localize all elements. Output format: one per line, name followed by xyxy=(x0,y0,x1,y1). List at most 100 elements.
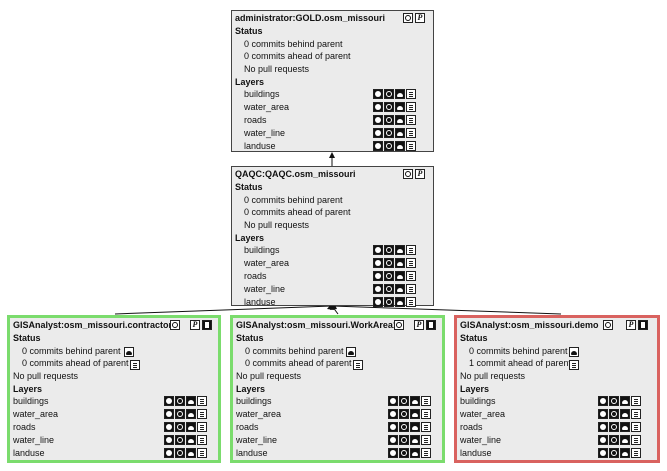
history-icon[interactable] xyxy=(609,447,619,458)
upload-icon[interactable] xyxy=(620,421,630,432)
info-icon[interactable] xyxy=(388,447,398,458)
document-icon[interactable] xyxy=(631,396,641,407)
info-icon[interactable] xyxy=(373,283,383,294)
document-icon[interactable] xyxy=(421,434,431,445)
info-icon[interactable] xyxy=(598,409,608,420)
node-qaqc[interactable]: QAQC:QAQC.osm_missouri P Status 0 commit… xyxy=(231,166,434,307)
trash-icon[interactable] xyxy=(426,320,436,330)
push-icon[interactable] xyxy=(130,359,140,370)
history-icon[interactable] xyxy=(609,421,619,432)
document-icon[interactable] xyxy=(197,421,207,432)
clock-icon[interactable] xyxy=(394,320,404,330)
history-icon[interactable] xyxy=(399,396,409,407)
history-icon[interactable] xyxy=(384,245,394,256)
upload-icon[interactable] xyxy=(620,396,630,407)
upload-icon[interactable] xyxy=(410,434,420,445)
trash-icon[interactable] xyxy=(638,320,648,330)
node-demo[interactable]: GISAnalyst:osm_missouri.demo P Status 0 … xyxy=(454,315,660,463)
upload-icon[interactable] xyxy=(186,396,196,407)
upload-icon[interactable] xyxy=(395,258,405,269)
document-icon[interactable] xyxy=(631,434,641,445)
upload-icon[interactable] xyxy=(395,140,405,151)
document-icon[interactable] xyxy=(406,245,416,256)
info-icon[interactable] xyxy=(388,421,398,432)
clock-icon[interactable] xyxy=(603,320,613,330)
pull-icon[interactable] xyxy=(124,347,134,358)
info-icon[interactable] xyxy=(373,89,383,100)
upload-icon[interactable] xyxy=(620,447,630,458)
document-icon[interactable] xyxy=(406,114,416,125)
upload-icon[interactable] xyxy=(186,421,196,432)
node-workarea1[interactable]: GISAnalyst:osm_missouri.WorkArea1 P Stat… xyxy=(230,315,445,463)
parent-icon[interactable]: P xyxy=(415,169,425,179)
upload-icon[interactable] xyxy=(395,89,405,100)
document-icon[interactable] xyxy=(406,258,416,269)
info-icon[interactable] xyxy=(598,421,608,432)
document-icon[interactable] xyxy=(421,421,431,432)
document-icon[interactable] xyxy=(406,140,416,151)
info-icon[interactable] xyxy=(164,409,174,420)
info-icon[interactable] xyxy=(388,434,398,445)
document-icon[interactable] xyxy=(421,396,431,407)
upload-icon[interactable] xyxy=(395,102,405,113)
document-icon[interactable] xyxy=(406,283,416,294)
clock-icon[interactable] xyxy=(403,169,413,179)
upload-icon[interactable] xyxy=(395,296,405,307)
info-icon[interactable] xyxy=(373,245,383,256)
info-icon[interactable] xyxy=(164,421,174,432)
info-icon[interactable] xyxy=(164,396,174,407)
upload-icon[interactable] xyxy=(186,447,196,458)
upload-icon[interactable] xyxy=(395,245,405,256)
info-icon[interactable] xyxy=(373,127,383,138)
document-icon[interactable] xyxy=(197,434,207,445)
history-icon[interactable] xyxy=(175,396,185,407)
history-icon[interactable] xyxy=(384,258,394,269)
history-icon[interactable] xyxy=(384,127,394,138)
info-icon[interactable] xyxy=(373,270,383,281)
history-icon[interactable] xyxy=(384,296,394,307)
history-icon[interactable] xyxy=(384,102,394,113)
node-gold[interactable]: administrator:GOLD.osm_missouri P Status… xyxy=(231,10,434,152)
document-icon[interactable] xyxy=(406,102,416,113)
info-icon[interactable] xyxy=(388,409,398,420)
parent-icon[interactable]: P xyxy=(414,320,424,330)
document-icon[interactable] xyxy=(197,409,207,420)
upload-icon[interactable] xyxy=(410,409,420,420)
info-icon[interactable] xyxy=(373,140,383,151)
document-icon[interactable] xyxy=(631,447,641,458)
history-icon[interactable] xyxy=(175,421,185,432)
upload-icon[interactable] xyxy=(410,421,420,432)
clock-icon[interactable] xyxy=(170,320,180,330)
history-icon[interactable] xyxy=(175,447,185,458)
info-icon[interactable] xyxy=(598,396,608,407)
history-icon[interactable] xyxy=(384,270,394,281)
upload-icon[interactable] xyxy=(395,114,405,125)
push-icon[interactable] xyxy=(569,359,579,370)
upload-icon[interactable] xyxy=(186,409,196,420)
info-icon[interactable] xyxy=(373,102,383,113)
document-icon[interactable] xyxy=(406,270,416,281)
history-icon[interactable] xyxy=(384,89,394,100)
history-icon[interactable] xyxy=(175,434,185,445)
info-icon[interactable] xyxy=(164,434,174,445)
push-icon[interactable] xyxy=(353,359,363,370)
upload-icon[interactable] xyxy=(395,270,405,281)
document-icon[interactable] xyxy=(406,296,416,307)
upload-icon[interactable] xyxy=(620,434,630,445)
parent-icon[interactable]: P xyxy=(626,320,636,330)
pull-icon[interactable] xyxy=(569,347,579,358)
history-icon[interactable] xyxy=(399,447,409,458)
info-icon[interactable] xyxy=(598,447,608,458)
history-icon[interactable] xyxy=(384,114,394,125)
document-icon[interactable] xyxy=(197,396,207,407)
info-icon[interactable] xyxy=(598,434,608,445)
upload-icon[interactable] xyxy=(186,434,196,445)
document-icon[interactable] xyxy=(631,409,641,420)
document-icon[interactable] xyxy=(421,447,431,458)
history-icon[interactable] xyxy=(399,434,409,445)
upload-icon[interactable] xyxy=(395,127,405,138)
info-icon[interactable] xyxy=(373,296,383,307)
trash-icon[interactable] xyxy=(202,320,212,330)
history-icon[interactable] xyxy=(175,409,185,420)
history-icon[interactable] xyxy=(384,283,394,294)
